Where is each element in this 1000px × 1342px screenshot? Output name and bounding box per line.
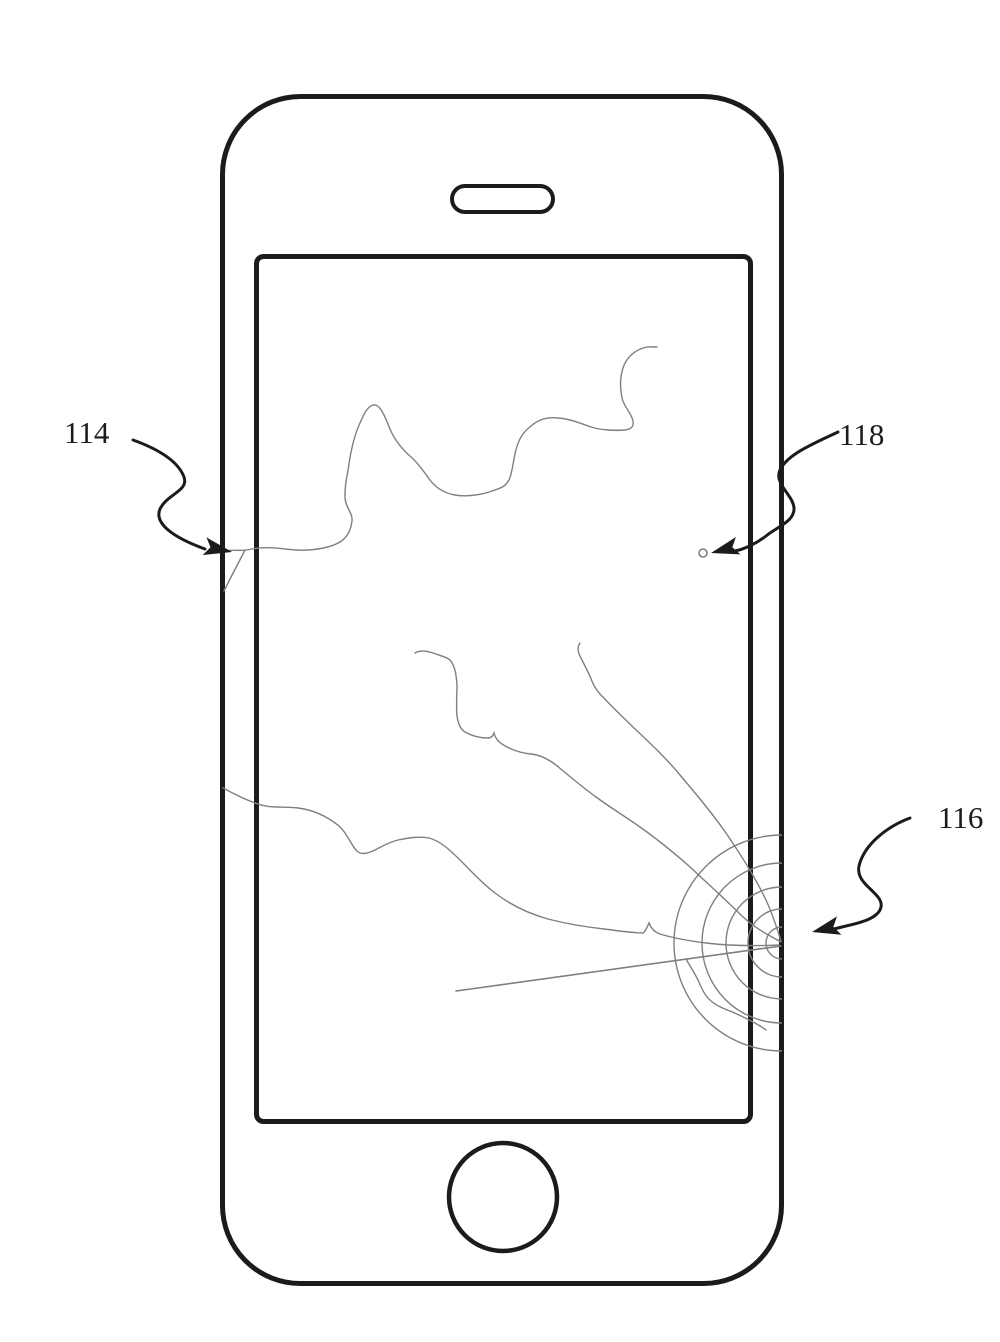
leader-line-114 xyxy=(131,438,207,551)
crack-line-lower xyxy=(222,787,780,947)
arrowhead-118-icon xyxy=(711,537,741,555)
impact-rings-116 xyxy=(673,834,782,1052)
label-118: 118 xyxy=(839,417,884,452)
leader-line-116 xyxy=(832,816,912,931)
label-116: 116 xyxy=(938,800,983,835)
leader-lines xyxy=(131,430,912,931)
label-114: 114 xyxy=(64,415,110,450)
phone-body-outline xyxy=(220,94,784,1286)
arrowhead-116-icon xyxy=(812,916,842,935)
leader-line-118 xyxy=(733,430,840,553)
crack-line-radial-lower xyxy=(685,958,767,1031)
speaker-slot xyxy=(450,184,555,214)
chip-mark-118 xyxy=(698,548,708,558)
crack-line-114 xyxy=(225,346,658,552)
crack-line-middle xyxy=(414,650,782,943)
crack-pattern xyxy=(222,346,782,1052)
reference-labels: 114 118 116 xyxy=(64,415,983,835)
arrowhead-114-icon xyxy=(202,537,232,555)
crack-line-diagonal xyxy=(577,642,782,942)
display-screen-outline xyxy=(254,254,753,1124)
home-button xyxy=(446,1140,560,1254)
crack-tail-114 xyxy=(223,549,246,592)
leader-arrowheads xyxy=(202,537,842,935)
phone-device xyxy=(220,94,784,1286)
